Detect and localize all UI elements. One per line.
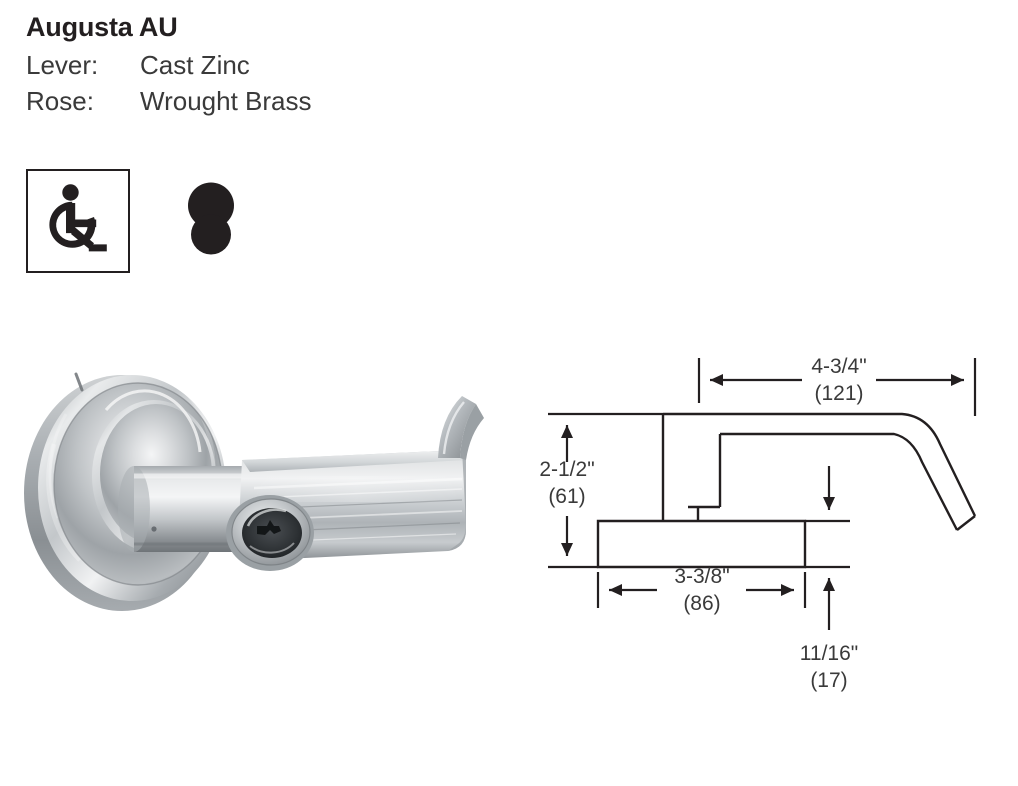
spec-label-rose: Rose: <box>26 86 94 117</box>
dimension-rose-thickness-imperial: 11/16" <box>800 642 858 665</box>
dimension-lever-projection-imperial: 4-3/4" <box>811 355 866 378</box>
spec-row-lever: Lever: Cast Zinc <box>26 47 311 83</box>
lever-product-photo <box>14 348 514 613</box>
dimension-lever-projection-metric: (121) <box>814 382 863 405</box>
dimension-drawing: 4-3/4" (121) 2-1/2" (61) 3-3/8" (86) <box>520 340 1018 786</box>
accessibility-icon <box>42 182 114 261</box>
dimension-rose-height-imperial: 2-1/2" <box>539 458 594 481</box>
dimension-rose-thickness-metric: (17) <box>810 669 847 692</box>
spec-value-lever: Cast Zinc <box>140 49 250 80</box>
spec-row-rose: Rose: Wrought Brass <box>26 83 311 119</box>
product-header: Augusta AU Lever: Cast Zinc Rose: Wrough… <box>26 12 311 120</box>
dimension-rose-height-metric: (61) <box>548 485 585 508</box>
accessibility-icon-box <box>26 169 130 273</box>
feature-icon-row <box>26 169 240 273</box>
spec-label-lever: Lever: <box>26 49 99 80</box>
figure-eight-cylinder-icon <box>182 182 240 260</box>
spec-value-rose: Wrought Brass <box>140 86 312 117</box>
dimension-rose-width-metric: (86) <box>683 592 720 615</box>
page-title: Augusta AU <box>26 12 178 42</box>
dimension-rose-width-imperial: 3-3/8" <box>674 565 729 588</box>
